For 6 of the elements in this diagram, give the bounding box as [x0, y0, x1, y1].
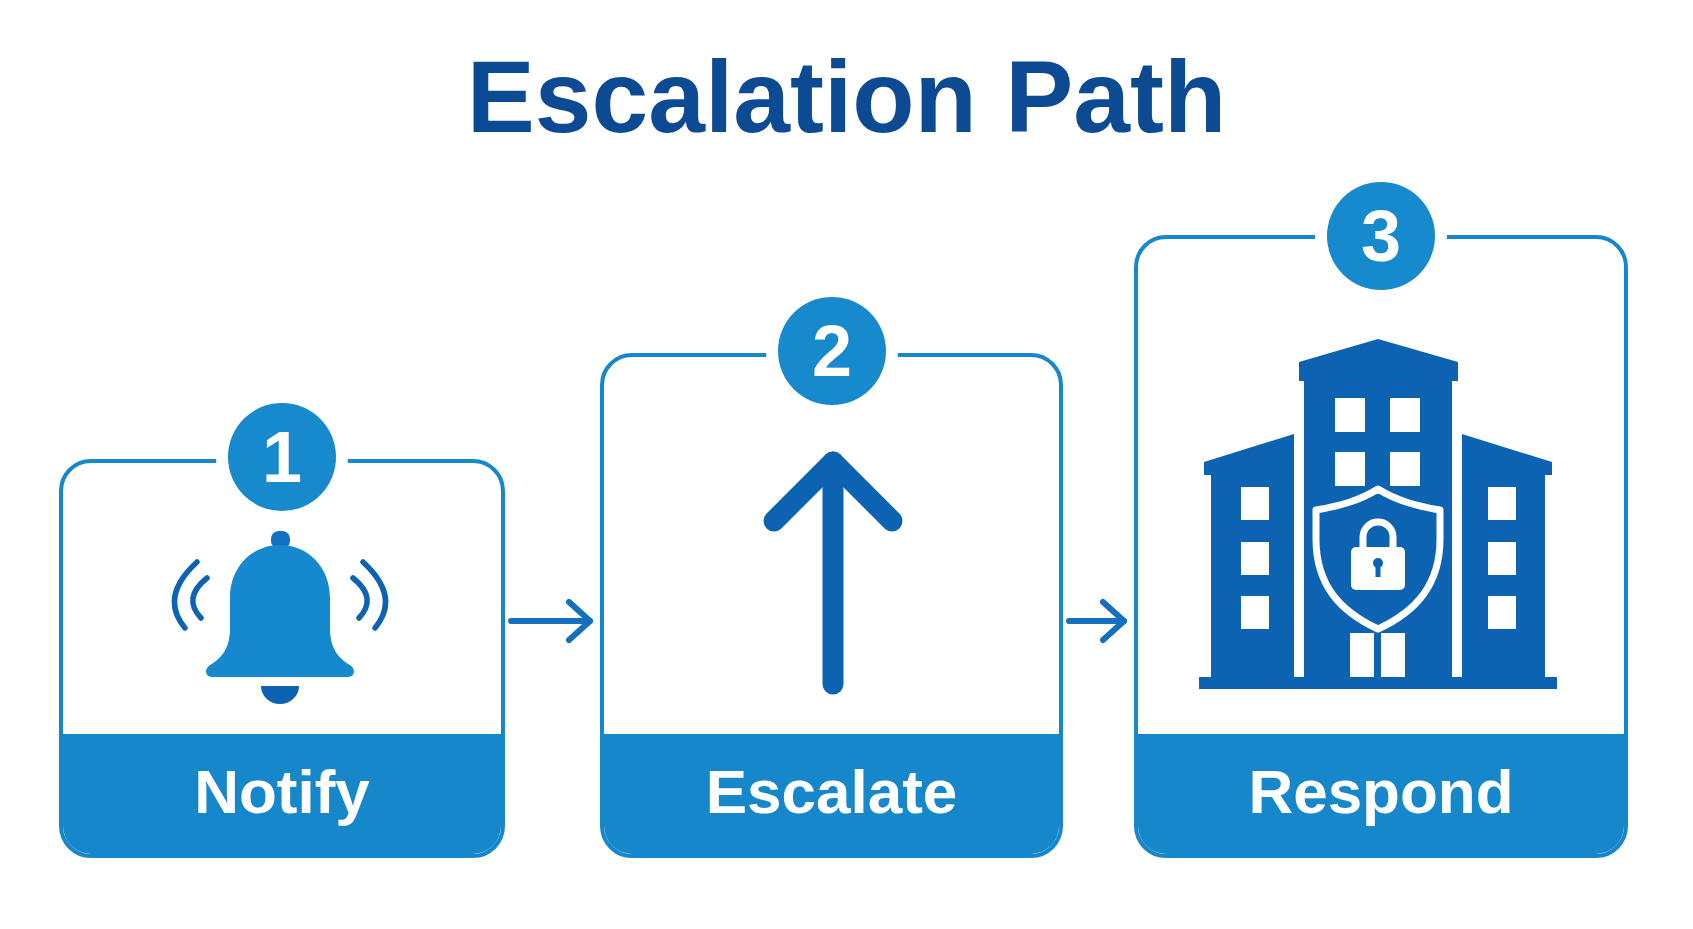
step-label: Notify — [194, 761, 370, 827]
step-label: Respond — [1248, 761, 1514, 827]
step-label: Escalate — [705, 761, 958, 827]
arrow — [1066, 599, 1127, 643]
diagram-title: Escalation Path — [466, 46, 1227, 148]
arrow — [508, 599, 593, 643]
